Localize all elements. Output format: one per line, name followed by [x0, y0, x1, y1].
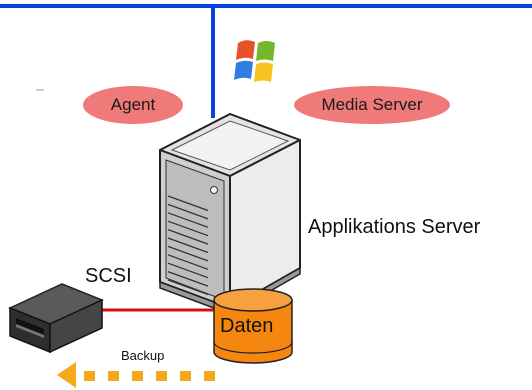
daten-label: Daten — [220, 315, 274, 337]
scsi-label: SCSI — [85, 265, 132, 287]
backup-label: Backup — [121, 348, 165, 363]
server-vent-slat — [167, 270, 209, 287]
tape-drive-icon — [8, 283, 104, 354]
agent-label: Agent — [110, 95, 156, 114]
server-vent-slat — [167, 262, 209, 279]
dashed-arrow-left-icon — [57, 362, 215, 388]
tower-server-icon — [159, 113, 301, 315]
server-vent-slat — [167, 212, 209, 228]
server-vent-slat — [167, 195, 209, 212]
database-cylinder-icon — [213, 288, 293, 364]
app-server-label: Applikations Server — [308, 216, 481, 238]
server-vent-slat — [167, 237, 209, 254]
media-server-pill — [294, 86, 450, 124]
server-vent-slat — [167, 220, 209, 237]
agent-pill — [83, 86, 183, 124]
windows-logo-icon — [234, 40, 275, 82]
server-vent-slat — [167, 203, 209, 220]
server-vent-slat — [167, 228, 209, 245]
server-vent-slat — [167, 254, 209, 270]
server-vent-slat — [167, 279, 209, 296]
server-vent-slat — [167, 245, 209, 262]
media-server-label: Media Server — [321, 95, 423, 114]
